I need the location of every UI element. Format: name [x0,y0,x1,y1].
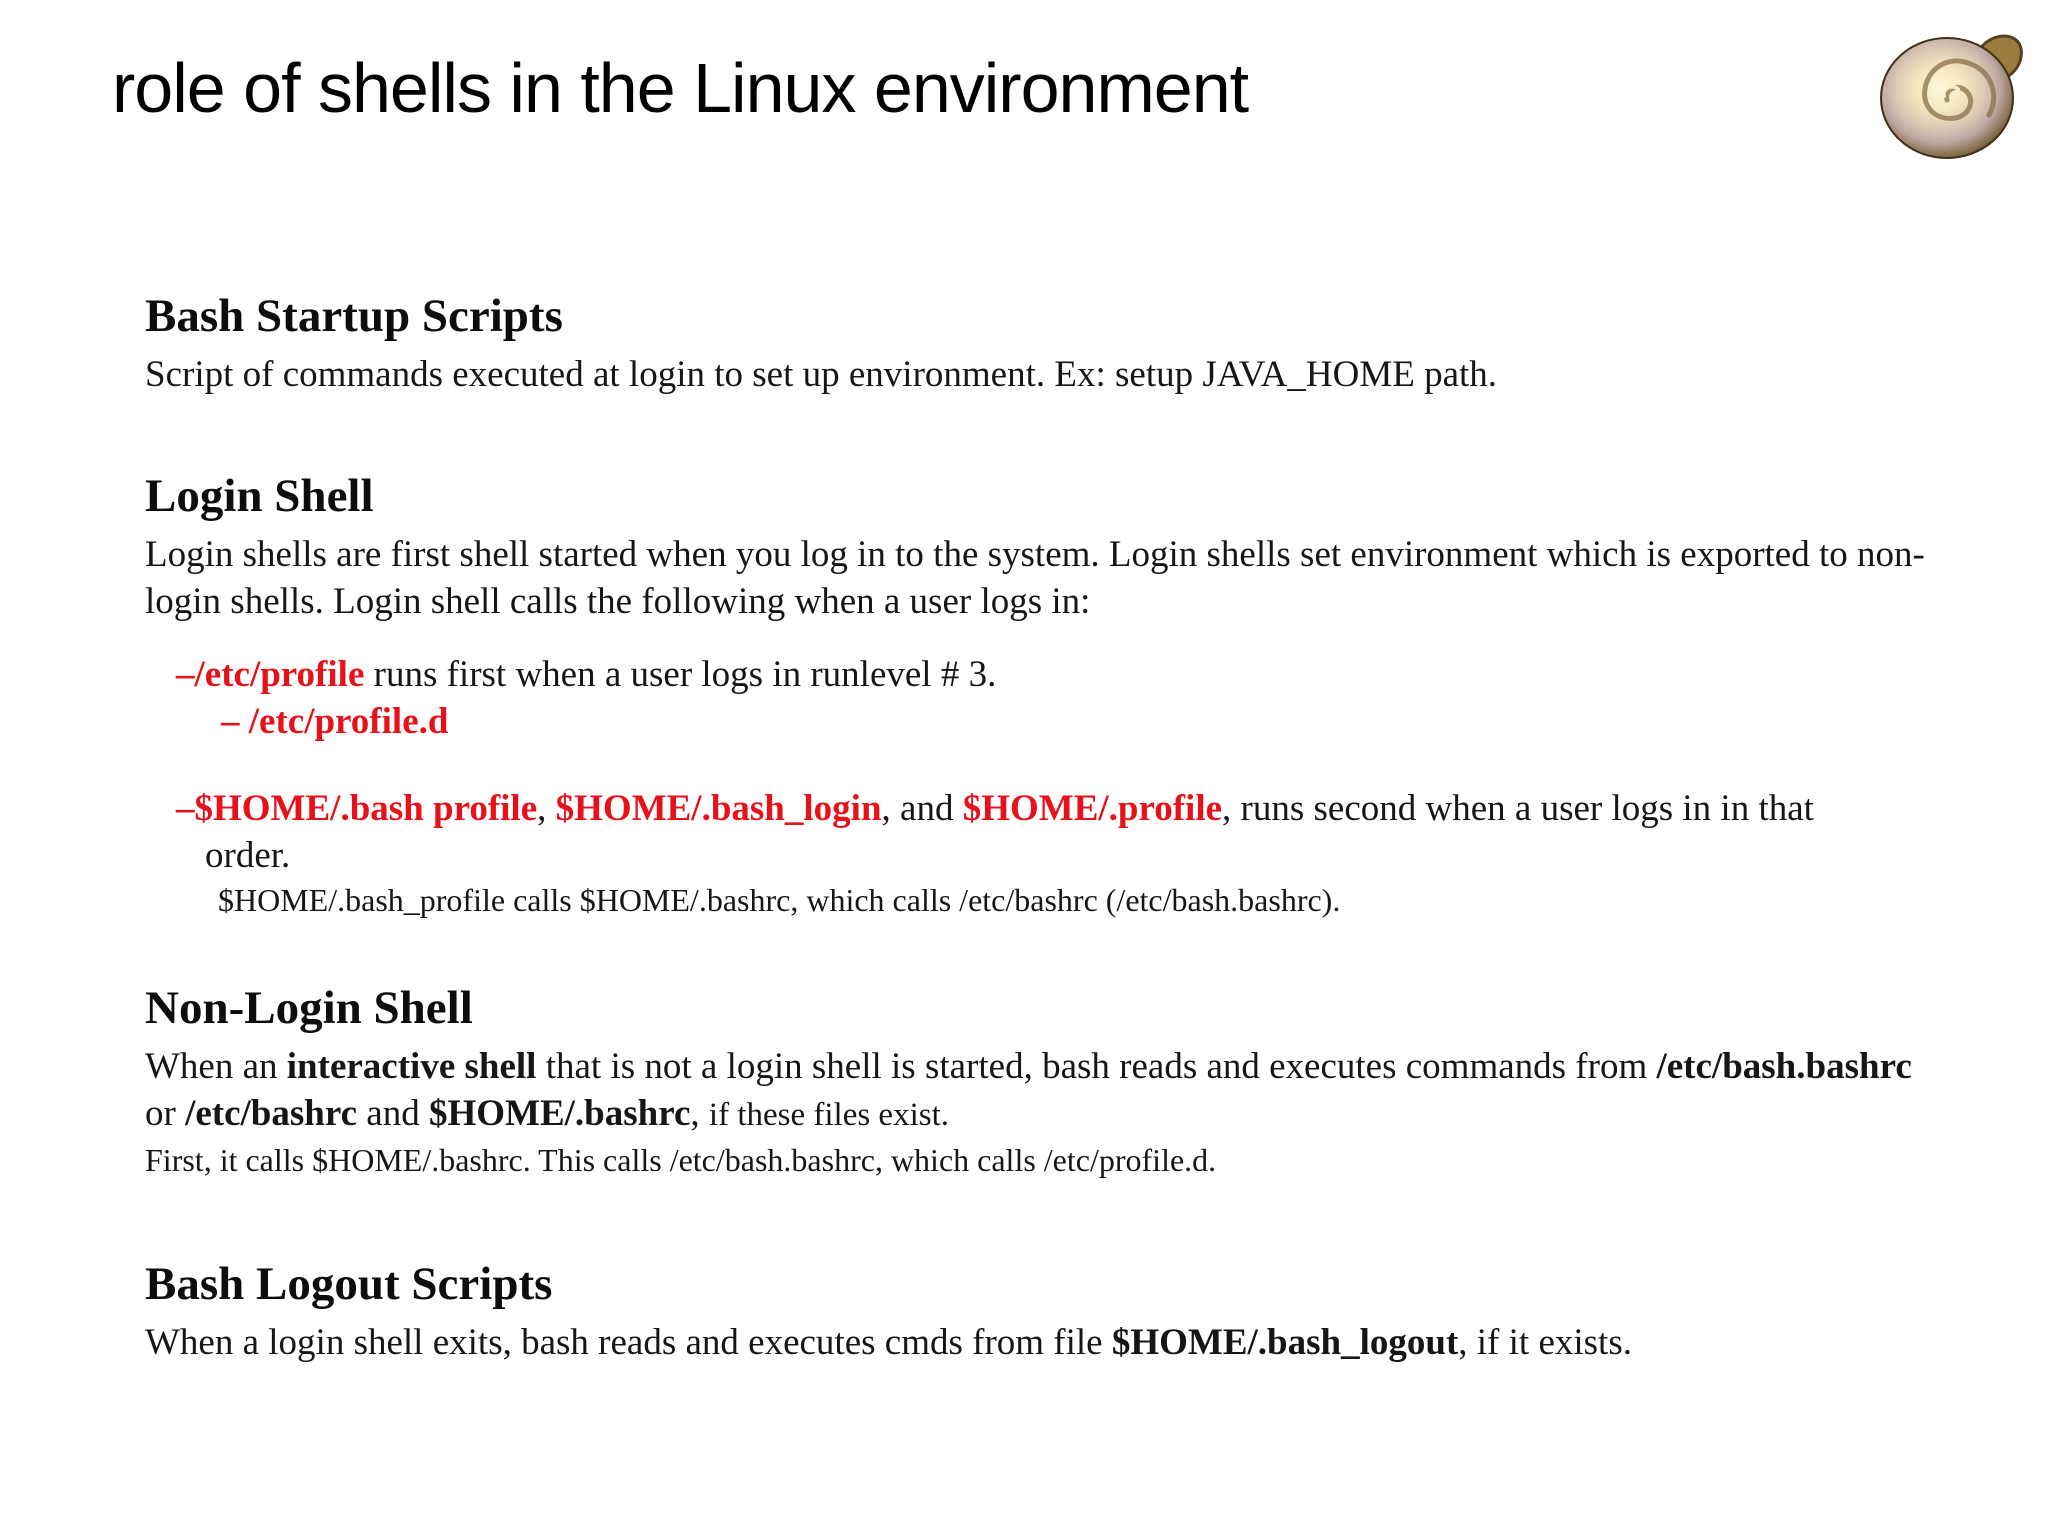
separator: , [537,788,556,829]
slide-title: role of shells in the Linux environment [112,49,1249,127]
bullet-etc-profile: –/etc/profile runs first when a user log… [176,651,1965,698]
separator: , and [881,788,963,829]
section-body: When a login shell exits, bash reads and… [145,1319,1965,1366]
section-heading: Bash Startup Scripts [145,290,563,342]
section-bash-logout-scripts: Bash Logout Scripts When a login shell e… [145,1256,1965,1366]
nautilus-shell-icon [1876,20,2030,164]
bullet-text: , runs second when a user logs in in tha… [205,788,1814,876]
path-etc-profile: –/etc/profile [176,654,365,695]
body-text: that is not a login shell is started, ba… [536,1046,1657,1087]
body-text: , [690,1093,709,1134]
section-footnote: First, it calls $HOME/.bashrc. This call… [145,1142,1217,1178]
term-interactive-shell: interactive shell [286,1046,537,1087]
path-bash-login: $HOME/.bash_login [555,788,882,829]
path-etc-bash-bashrc: /etc/bash.bashrc [1656,1046,1912,1087]
path-home-bashrc: $HOME/.bashrc [428,1093,691,1134]
path-etc-bashrc: /etc/bashrc [185,1093,358,1134]
bullet-etc-profile-d: – /etc/profile.d [221,701,449,742]
body-text: When an [145,1046,287,1087]
nautilus-shell-graphic [1880,34,2023,159]
section-heading: Bash Logout Scripts [145,1258,553,1310]
bullet-text: runs first when a user logs in runlevel … [364,654,997,695]
path-home-profile: $HOME/.profile [962,788,1223,829]
body-text: and [357,1093,429,1134]
path-bash-profile: –$HOME/.bash profile [176,788,538,829]
section-non-login-shell: Non-Login Shell When an interactive shel… [145,980,1965,1180]
body-text: , if it exists. [1458,1322,1632,1363]
path-bash-logout: $HOME/.bash_logout [1111,1322,1459,1363]
bullet-list: –/etc/profile runs first when a user log… [145,651,1965,920]
body-text: When a login shell exits, bash reads and… [145,1322,1112,1363]
section-bash-startup-scripts: Bash Startup Scripts Script of commands … [145,288,1965,398]
section-heading: Non-Login Shell [145,982,473,1034]
section-body: Script of commands executed at login to … [145,354,1498,395]
section-heading: Login Shell [145,470,374,522]
body-text: or [145,1093,186,1134]
section-body: Login shells are first shell started whe… [145,534,1925,622]
section-login-shell: Login Shell Login shells are first shell… [145,468,1965,920]
section-body: When an interactive shell that is not a … [145,1043,1940,1139]
bullet-footnote: $HOME/.bash_profile calls $HOME/.bashrc,… [218,882,1341,918]
bullet-home-profiles: –$HOME/.bash profile, $HOME/.bash_login,… [176,785,1835,879]
body-text-small: if these files exist. [708,1097,950,1133]
